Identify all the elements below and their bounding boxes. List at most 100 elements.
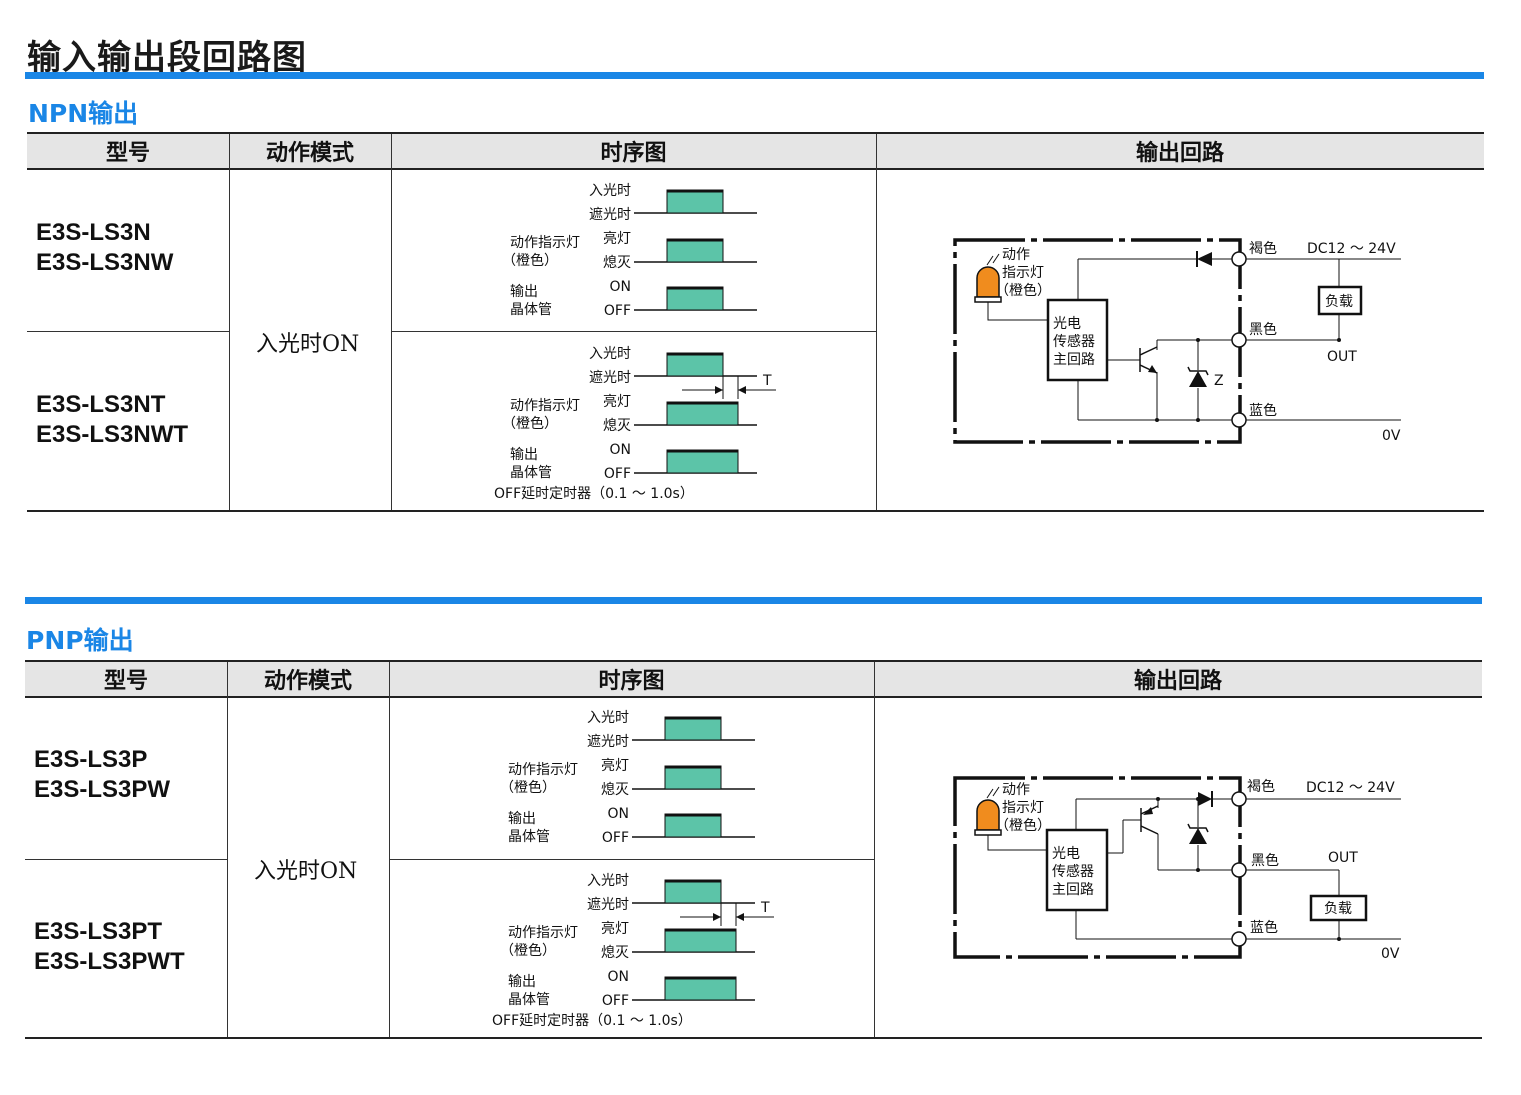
header-model: 型号 (105, 141, 150, 166)
pnp-section-bar (25, 597, 1482, 604)
circ-blue: 蓝色 (1250, 919, 1278, 936)
page-title: 输入输出段回路图 (27, 38, 307, 78)
main-line-3: 主回路 (1052, 882, 1094, 898)
header-mode: 动作模式 (265, 141, 354, 166)
pnp-output-circuit: 动作 指示灯 （橙色） 光电 传感器 主回路 (953, 776, 1401, 962)
circ-supply: DC12 ～ 24V (1306, 780, 1395, 796)
header-mode: 动作模式 (263, 669, 352, 694)
pulse-lamp (666, 238, 724, 263)
tl-indicator-color: （橙色） (502, 252, 558, 269)
npn-table-header: 型号 动作模式 时序图 输出回路 (27, 132, 1484, 170)
circ-color: （橙色） (995, 282, 1051, 299)
pnp-model-a1: E3S-LS3P (34, 746, 148, 773)
tl-light-in: 入光时 (587, 873, 629, 889)
tl-transistor: 晶体管 (508, 829, 550, 845)
tl-light-in: 入光时 (587, 710, 629, 726)
terminal-brown (1231, 251, 1247, 267)
tl-indicator: 动作指示灯 (508, 762, 578, 778)
tl-on: ON (608, 969, 630, 985)
pulse-light (666, 189, 724, 214)
pnp-row-divider-b (389, 859, 874, 860)
tl-output: 输出 (508, 974, 536, 990)
tl-on: ON (608, 806, 630, 822)
circ-load: 负载 (1324, 901, 1352, 917)
pnp-col-line-1 (227, 696, 228, 1038)
pulse-lamp (664, 928, 737, 953)
tl-indicator: 动作指示灯 (510, 235, 580, 251)
main-circuit-box (1046, 298, 1109, 382)
zener-icon (1189, 371, 1207, 387)
pnp-timing-chart-b: 入光时 遮光时 亮灯 熄灭 ON OFF 动作指示灯 （橙色） 输出 晶体管 O… (492, 873, 774, 1029)
tl-transistor: 晶体管 (510, 465, 552, 481)
terminal-black (1231, 862, 1247, 878)
circ-blue: 蓝色 (1249, 402, 1277, 419)
tl-indicator: 动作指示灯 (508, 925, 578, 941)
tl-t: T (760, 900, 770, 916)
tl-lamp-off: 熄灭 (603, 417, 631, 434)
pulse-output (666, 286, 724, 311)
tl-output: 输出 (510, 447, 538, 463)
pnp-row-divider-a (25, 859, 227, 860)
tl-lamp-on: 亮灯 (601, 920, 629, 937)
title-underline (25, 72, 1484, 79)
tl-timer-note: OFF延时定时器（0.1 ～ 1.0s） (494, 486, 694, 502)
circ-brown: 褐色 (1249, 240, 1277, 257)
pnp-col-line-2 (389, 696, 390, 1038)
npn-row-divider-b (391, 331, 876, 332)
tl-light-block: 遮光时 (587, 734, 629, 750)
circ-load: 负载 (1325, 294, 1353, 310)
terminal-blue (1231, 931, 1247, 947)
pulse-output (664, 976, 737, 1001)
tl-transistor: 晶体管 (510, 302, 552, 318)
tl-indicator-color: （橙色） (500, 779, 556, 796)
main-circuit-box (1045, 828, 1109, 912)
npn-section-title: NPN输出 (28, 99, 139, 128)
tl-timer-note: OFF延时定时器（0.1 ～ 1.0s） (492, 1013, 692, 1029)
pnp-timing-chart-a: 入光时 遮光时 亮灯 熄灭 ON OFF 动作指示灯 （橙色） 输出 晶体管 (500, 710, 755, 846)
tl-on: ON (610, 442, 632, 458)
npn-model-b1: E3S-LS3NT (36, 391, 166, 418)
diode-icon (1198, 792, 1212, 806)
tl-lamp-on: 亮灯 (601, 757, 629, 774)
load-box (1317, 285, 1363, 316)
circ-indicator: 指示灯 (1002, 265, 1044, 281)
circ-action: 动作 (1002, 247, 1030, 263)
npn-row-divider-a (27, 331, 229, 332)
pulse-output (664, 813, 722, 838)
pulse-lamp (666, 401, 739, 426)
tl-output: 输出 (510, 284, 538, 300)
circ-indicator: 指示灯 (1002, 800, 1044, 816)
tl-light-block: 遮光时 (587, 897, 629, 913)
tl-indicator-color: （橙色） (500, 942, 556, 959)
tl-off: OFF (604, 466, 631, 482)
circ-z: Z (1214, 373, 1224, 389)
tl-light-in: 入光时 (589, 346, 631, 362)
header-circuit: 输出回路 (1135, 141, 1224, 166)
npn-output-circuit: 动作 指示灯 （橙色） 光电 传感器 主回路 Z (953, 238, 1401, 444)
tl-off: OFF (602, 993, 629, 1009)
pnp-mode: 入光时ON (254, 859, 358, 884)
npn-col-line-3 (876, 168, 877, 511)
tl-off: OFF (604, 303, 631, 319)
diode-icon (1197, 252, 1212, 266)
header-timing: 时序图 (600, 141, 667, 166)
circ-color: （橙色） (995, 817, 1051, 834)
indicator-lamp-icon (976, 266, 1000, 298)
circ-zero: 0V (1382, 428, 1401, 444)
terminal-black (1231, 332, 1247, 348)
tl-indicator: 动作指示灯 (510, 398, 580, 414)
pnp-table-bottom (25, 1037, 1482, 1039)
main-line-1: 光电 (1053, 316, 1081, 332)
circ-out: OUT (1328, 850, 1358, 866)
pulse-light (664, 716, 722, 741)
npn-table-bottom (27, 510, 1484, 512)
main-line-2: 传感器 (1052, 863, 1094, 880)
circ-black: 黑色 (1249, 321, 1277, 338)
npn-col-line-2 (391, 168, 392, 511)
circ-action: 动作 (1002, 782, 1030, 798)
tl-lamp-off: 熄灭 (601, 781, 629, 798)
circ-out: OUT (1327, 349, 1357, 365)
main-line-1: 光电 (1052, 846, 1080, 862)
npn-model-a1: E3S-LS3N (36, 219, 151, 246)
tl-lamp-off: 熄灭 (601, 944, 629, 961)
